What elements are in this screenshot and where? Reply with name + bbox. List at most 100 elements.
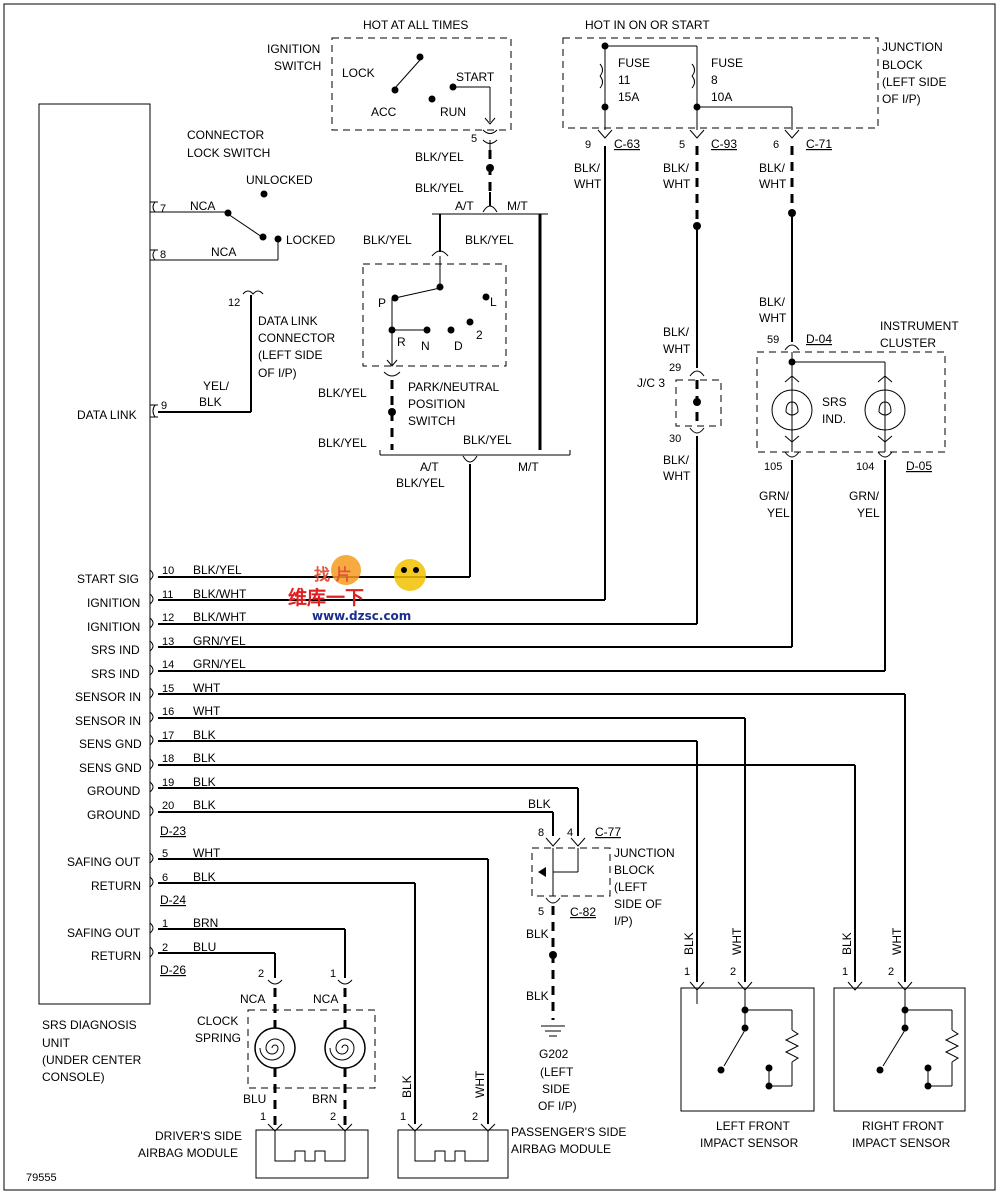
gj-title-2: BLOCK <box>614 863 655 877</box>
dlc-wire-1: YEL/ <box>203 379 230 393</box>
c63-label: C-63 <box>614 137 640 151</box>
dlc-wire-2: BLK <box>199 395 222 409</box>
data-link-connector <box>150 290 264 418</box>
wire-blk-yel-1: BLK/YEL <box>415 150 464 164</box>
junction-block-fuses <box>562 37 879 139</box>
wire-c71-cluster <box>158 146 946 672</box>
lf-wire-wht: WHT <box>730 927 744 955</box>
wire-blk-yel-8: BLK/YEL <box>396 476 445 490</box>
cluster-title-2: CLUSTER <box>880 336 936 350</box>
mt-label-top: M/T <box>507 199 528 213</box>
pin-num-2: 2 <box>162 942 168 954</box>
gj-pin-5: 5 <box>538 906 544 918</box>
fuse-8-amp: 10A <box>711 90 732 104</box>
wire-blk-wht-6b: WHT <box>663 469 691 483</box>
data-link-label: DATA LINK <box>77 408 137 422</box>
cluster-title-1: INSTRUMENT <box>880 319 959 333</box>
watermark: 找 片 维库一下 www.dzsc.com <box>288 555 426 623</box>
jc3-pin-29: 29 <box>669 362 681 374</box>
dlc-title-2: CONNECTOR <box>258 331 335 345</box>
prnd-2: 2 <box>476 328 483 342</box>
pin-label-sensor-in-2: SENSOR IN <box>75 714 141 728</box>
pin-num-12: 12 <box>162 612 174 624</box>
wire-blk-wht-3a: BLK/ <box>759 161 786 175</box>
pin-wire-13: GRN/YEL <box>193 634 246 648</box>
pin-num-1: 1 <box>162 918 168 930</box>
ignition-switch-label-1: IGNITION <box>267 42 320 56</box>
pin-num-11: 11 <box>162 589 173 601</box>
pin-label-ignition-1: IGNITION <box>87 596 140 610</box>
wire-blk-yel-3: BLK/YEL <box>363 233 412 247</box>
pin-num-13: 13 <box>162 636 174 648</box>
jc3-label: J/C 3 <box>637 376 665 390</box>
wire-blk-yel-4: BLK/YEL <box>465 233 514 247</box>
pin-num-19: 19 <box>162 777 174 789</box>
prnd-n: N <box>421 339 430 353</box>
pn-switch-title-1: PARK/NEUTRAL <box>408 380 499 394</box>
gj-title-5: I/P) <box>614 914 633 928</box>
pin-label-start-sig: START SIG <box>77 572 139 586</box>
wire-blk-yel-2: BLK/YEL <box>415 181 464 195</box>
pin-7: 7 <box>160 203 166 215</box>
wire-grn-yel-1a: GRN/ <box>759 489 790 503</box>
connector-lock-switch-label-2: LOCK SWITCH <box>187 146 270 160</box>
pass-wire-wht: WHT <box>473 1070 487 1098</box>
lf-sensor-title-1: LEFT FRONT <box>716 1119 790 1133</box>
cs-nca-1: NCA <box>240 992 265 1006</box>
at-mt-split-top <box>432 192 548 450</box>
pin-num-5: 5 <box>162 848 168 860</box>
gj-title-1: JUNCTION <box>614 846 675 860</box>
wire-blk-wht-4b: WHT <box>759 311 787 325</box>
pin-label-return-1: RETURN <box>91 879 141 893</box>
pin-label-srs-ind-2: SRS IND <box>91 667 140 681</box>
jb-title-3: (LEFT SIDE <box>882 75 946 89</box>
wire-blk-wht-3b: WHT <box>759 177 787 191</box>
locked-label: LOCKED <box>286 233 336 247</box>
jb-title-4: OF I/P) <box>882 92 921 106</box>
pin-wire-16: WHT <box>193 704 221 718</box>
mt-label-bottom: M/T <box>518 460 539 474</box>
pin-num-14: 14 <box>162 659 174 671</box>
pin-num-10: 10 <box>162 565 174 577</box>
pin-label-sensor-in-1: SENSOR IN <box>75 690 141 704</box>
g202-loc-3: OF I/P) <box>538 1099 577 1113</box>
at-label-top: A/T <box>455 199 474 213</box>
prnd-p: P <box>378 296 386 310</box>
pin-label-srs-ind-1: SRS IND <box>91 643 140 657</box>
pn-switch-title-2: POSITION <box>408 397 465 411</box>
unlocked-label: UNLOCKED <box>246 173 313 187</box>
connector-lock-switch <box>150 190 282 261</box>
sensor-wires <box>158 693 906 982</box>
wire-grn-yel-2a: GRN/ <box>849 489 880 503</box>
pin-wire-5: WHT <box>193 846 221 860</box>
lf-pin-2: 2 <box>730 966 736 978</box>
pin-label-safing-out-1: SAFING OUT <box>67 855 141 869</box>
clock-spring-wires <box>158 928 376 1126</box>
pin-wire-10: BLK/YEL <box>193 563 242 577</box>
d23-label: D-23 <box>160 824 186 838</box>
wire-blk-wht-1b: WHT <box>574 177 602 191</box>
c71-label: C-71 <box>806 137 832 151</box>
cs-wire-brn: BRN <box>312 1092 337 1106</box>
d04-label: D-04 <box>806 332 832 346</box>
drv-pin-2: 2 <box>330 1111 336 1123</box>
g202-loc-2: SIDE <box>542 1082 570 1096</box>
dlc-title-1: DATA LINK <box>258 314 318 328</box>
pin-num-15: 15 <box>162 683 174 695</box>
pin-8: 8 <box>160 249 166 261</box>
cs-title-2: SPRING <box>195 1031 241 1045</box>
srs-ind-2: IND. <box>822 412 846 426</box>
rf-sensor-title-2: IMPACT SENSOR <box>852 1136 951 1150</box>
wire-grn-yel-1b: YEL <box>767 506 790 520</box>
ignition-switch-label-2: SWITCH <box>274 59 321 73</box>
nca-label-1: NCA <box>190 199 215 213</box>
gj-title-3: (LEFT <box>614 880 648 894</box>
cs-title-1: CLOCK <box>197 1014 238 1028</box>
pin-num-16: 16 <box>162 706 174 718</box>
pn-switch-title-3: SWITCH <box>408 414 455 428</box>
svg-text:维库一下: 维库一下 <box>288 586 364 609</box>
c93-pin: 5 <box>679 139 685 151</box>
drv-pin-1: 1 <box>260 1111 266 1123</box>
wire-blk-wht-6a: BLK/ <box>663 453 690 467</box>
passenger-airbag-title-1: PASSENGER'S SIDE <box>511 1125 626 1139</box>
